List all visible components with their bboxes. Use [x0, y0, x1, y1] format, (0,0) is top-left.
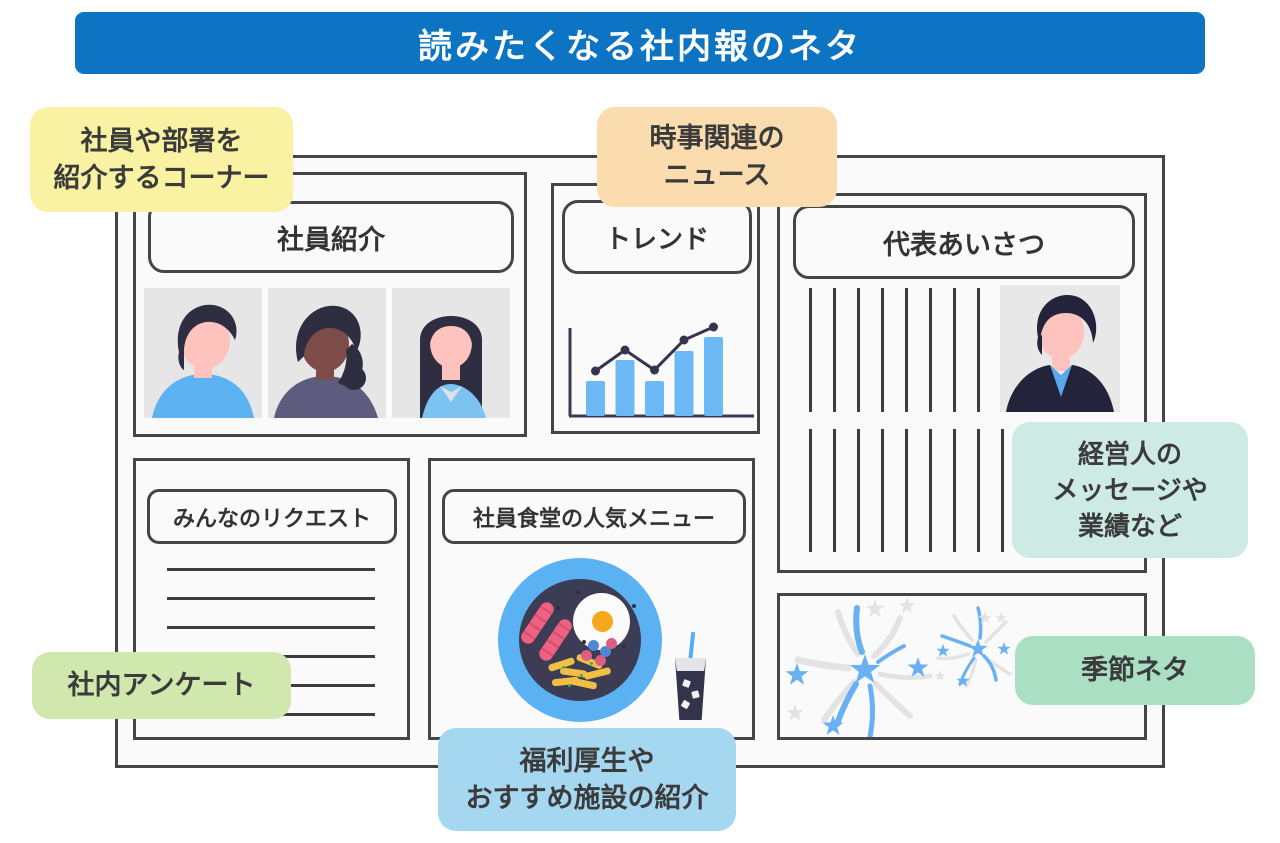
ceo-greeting-heading: 代表あいさつ: [793, 205, 1135, 279]
meal-plate-illustration: [498, 558, 662, 722]
person-avatar-man-icon: [144, 288, 262, 418]
callout-line: 経営人の: [1077, 439, 1182, 469]
section-requests: みんなのリクエスト: [133, 458, 410, 740]
callout-survey: 社内アンケート: [32, 652, 291, 719]
title-banner: 読みたくなる社内報のネタ: [75, 12, 1205, 74]
person-avatar-ceo-icon: [1000, 285, 1120, 412]
callout-line: 時事関連の: [649, 123, 785, 153]
herb-fleck: [562, 666, 565, 669]
egg-yolk: [592, 611, 613, 632]
glass-top: [675, 658, 706, 671]
drink-glass-illustration: [675, 631, 706, 720]
employee-intro-heading: 社員紹介: [148, 201, 514, 273]
vertical-text-lines-row2: [809, 429, 1004, 552]
callout-line: 社内アンケート: [67, 670, 256, 700]
fireworks-illustration: [785, 597, 1012, 740]
pepper-dot: [582, 640, 586, 644]
person-avatar-woman-longhair-icon: [392, 288, 510, 418]
callout-news: 時事関連の ニュース: [597, 107, 837, 207]
callout-line: おすすめ施設の紹介: [465, 782, 709, 813]
callout-line: 福利厚生や: [519, 745, 655, 776]
pepper-dot: [576, 590, 580, 594]
callout-welfare: 福利厚生や おすすめ施設の紹介: [438, 728, 736, 831]
callout-line: 季節ネタ: [1081, 655, 1189, 685]
callout-line: ニュース: [663, 160, 771, 190]
berry-icon: [581, 650, 592, 661]
requests-heading: みんなのリクエスト: [147, 489, 397, 544]
section-cafeteria-menu: 社員食堂の人気メニュー: [428, 458, 755, 740]
pepper-dot: [556, 606, 560, 610]
herb-fleck: [568, 684, 571, 687]
employee-photos: [144, 288, 510, 418]
berry-icon: [606, 638, 617, 649]
page-title: 読みたくなる社内報のネタ: [418, 27, 862, 66]
berry-icon: [600, 646, 611, 657]
section-trend: トレンド: [551, 183, 760, 434]
berry-icon: [595, 655, 606, 666]
section-employee-intro: 社員紹介: [133, 172, 527, 437]
herb-fleck: [590, 662, 593, 665]
cafeteria-menu-heading: 社員食堂の人気メニュー: [442, 489, 746, 544]
trend-heading: トレンド: [562, 200, 752, 274]
pepper-dot: [632, 604, 636, 608]
berry-icon: [588, 640, 599, 651]
callout-line: 社員や部署を: [80, 125, 243, 156]
vertical-text-lines-row1: [809, 288, 980, 412]
pepper-dot: [622, 644, 626, 648]
callout-management-message: 経営人の メッセージや 業績など: [1012, 422, 1248, 558]
trend-bar-chart: [568, 322, 754, 418]
callout-line: メッセージや: [1052, 475, 1208, 505]
callout-line: 紹介するコーナー: [53, 162, 270, 193]
ceo-portrait: [1000, 285, 1120, 417]
callout-line: 業績など: [1077, 511, 1182, 541]
person-avatar-woman-ponytail-icon: [268, 288, 386, 418]
herb-fleck: [580, 674, 583, 677]
callout-employee-corner: 社員や部署を 紹介するコーナー: [30, 107, 293, 212]
callout-seasonal: 季節ネタ: [1015, 636, 1255, 705]
